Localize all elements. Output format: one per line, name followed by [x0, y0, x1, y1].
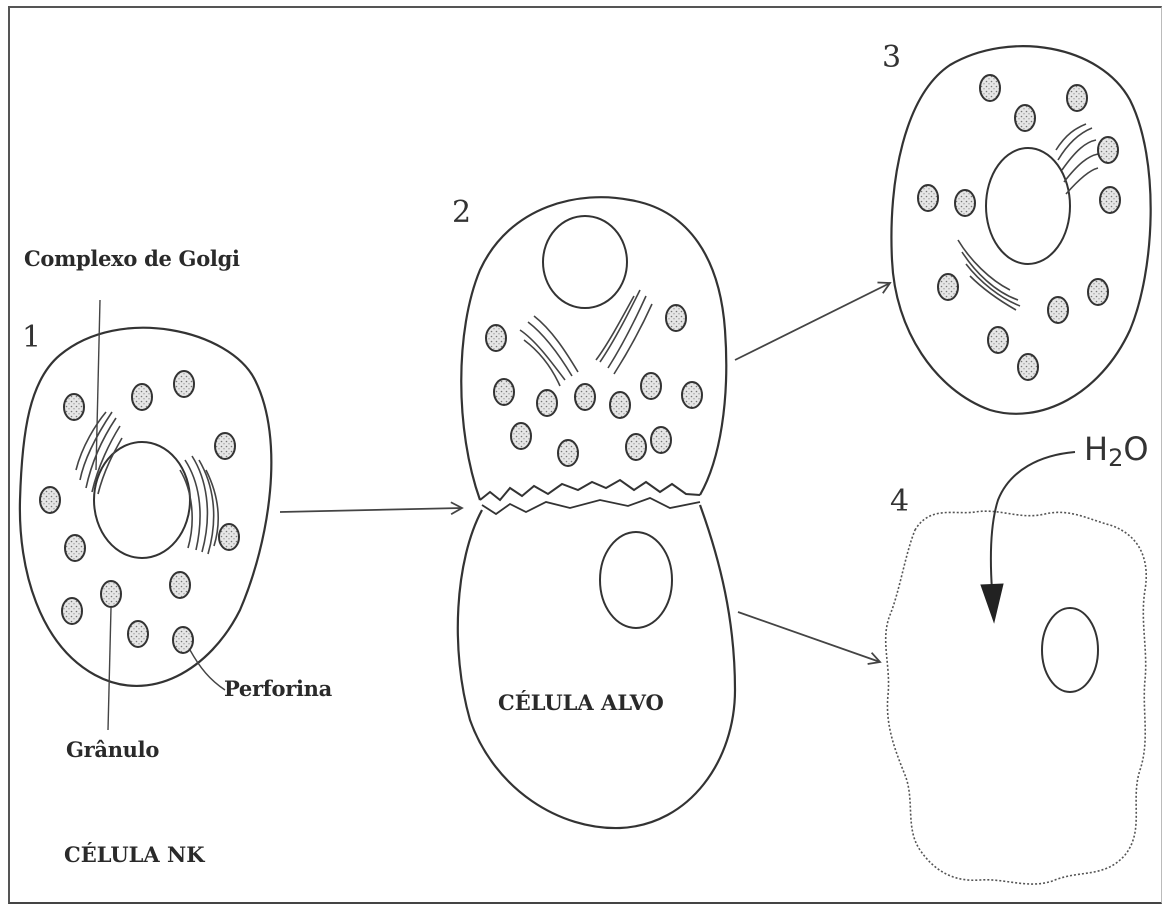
golgi-leader-line: [96, 300, 100, 470]
nk-granules: [40, 371, 239, 653]
lysed-cell-nucleus: [1042, 608, 1098, 692]
water-arrowhead: [981, 584, 1003, 622]
golgi-complex-attached-left: [520, 316, 578, 386]
target-cell: [458, 505, 735, 828]
water-label: H2O: [1084, 430, 1149, 472]
perforina-label: Perforina: [224, 676, 332, 701]
arrow-2-to-4: [738, 612, 880, 662]
lysed-cell-membrane: [886, 511, 1147, 884]
golgi-label: Complexo de Golgi: [24, 246, 240, 271]
recycled-nk-granules: [918, 75, 1120, 380]
golgi-complex-recycled-bottom: [958, 240, 1020, 310]
recycled-nk-nucleus: [986, 148, 1070, 264]
water-influx-arrow: [991, 452, 1075, 590]
water-subscript: 2: [1108, 444, 1123, 472]
synapse-contact-zone: [480, 480, 700, 500]
nk-cell: [20, 300, 271, 730]
arrow-1-to-2: [280, 508, 462, 512]
water-h: H: [1084, 430, 1108, 468]
nk-cell-nucleus: [94, 442, 190, 558]
step-number-1: 1: [22, 320, 41, 355]
arrow-2-to-3: [735, 283, 890, 360]
step-number-2: 2: [452, 195, 471, 230]
golgi-complex-right: [180, 456, 218, 554]
granulo-leader-line: [108, 608, 111, 730]
step-number-3: 3: [882, 40, 901, 75]
target-cell-membrane: [458, 505, 735, 828]
granulo-label: Grânulo: [66, 737, 159, 762]
nk-cell-recycled: [891, 46, 1150, 414]
target-cell-nucleus: [600, 532, 672, 628]
golgi-complex-recycled-top: [1056, 124, 1098, 194]
step-number-4: 4: [890, 484, 909, 519]
attached-nk-nucleus: [543, 216, 627, 308]
nk-cell-attached: [461, 197, 726, 514]
celula-nk-caption: CÉLULA NK: [64, 842, 204, 867]
water-o: O: [1123, 430, 1148, 468]
attached-nk-granules: [486, 305, 702, 466]
lysed-target-cell: [886, 511, 1147, 884]
celula-alvo-caption: CÉLULA ALVO: [498, 690, 664, 715]
